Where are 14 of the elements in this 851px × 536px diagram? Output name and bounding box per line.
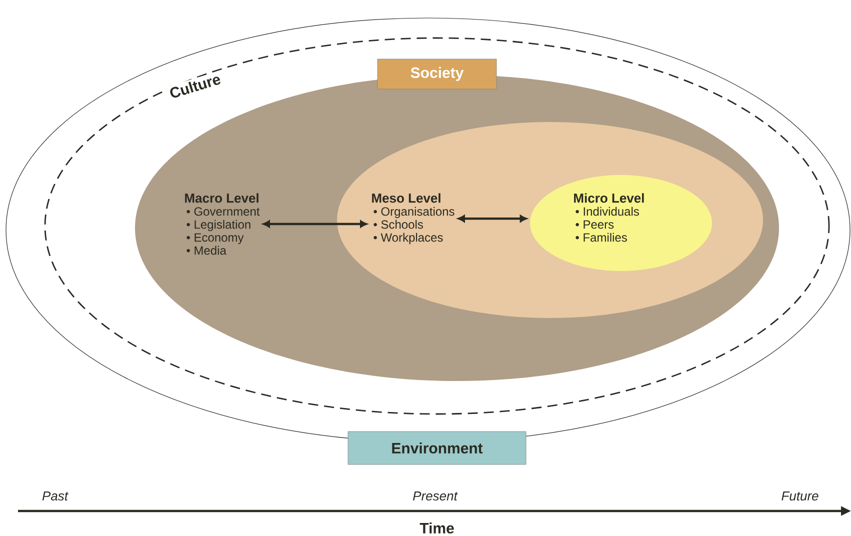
time-label: Future [782, 491, 818, 501]
label-box: Environment [348, 431, 526, 465]
label-box: Society [377, 58, 497, 90]
time-label: Present [413, 491, 458, 501]
ellipse-label: Culture [166, 70, 224, 102]
double-arrow [458, 215, 527, 222]
filled-ellipse [530, 175, 712, 271]
level-list: Meso Level • Organisations • Schools • Workplaces [372, 193, 454, 244]
axis-title: Time [420, 522, 454, 534]
double-arrow [262, 220, 368, 228]
level-list: Macro Level • Government • Legislation • Economy • Media [185, 193, 260, 255]
time-label: Past [42, 491, 68, 501]
level-list: Micro Level • Individuals • Peers • Families [574, 193, 644, 242]
dashed-ellipse [44, 37, 830, 415]
